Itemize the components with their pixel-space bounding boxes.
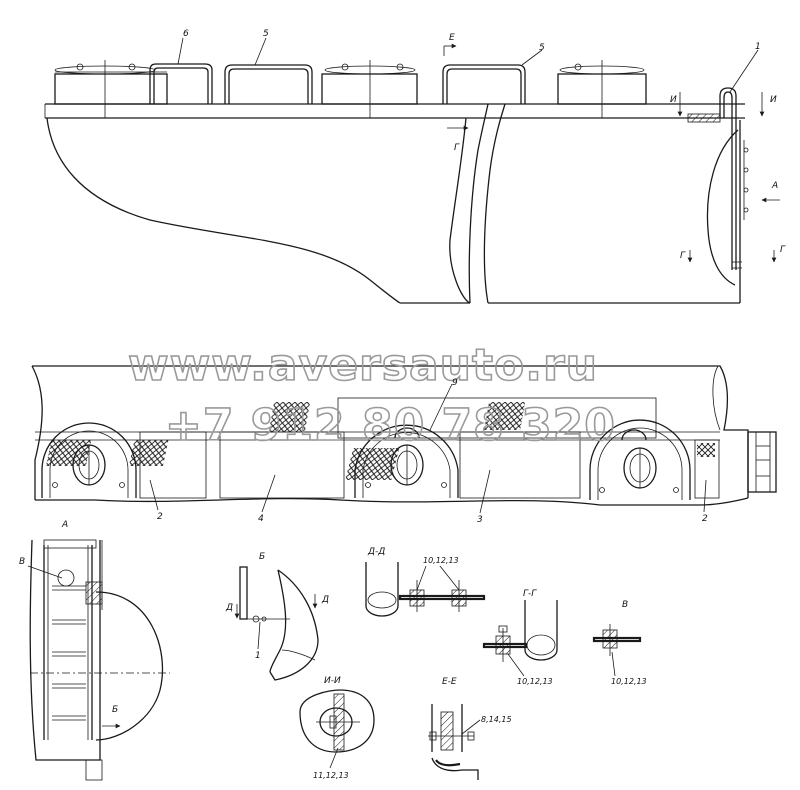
- section-gg: [482, 600, 558, 677]
- view-b-bracket: [234, 566, 319, 681]
- view-label-b: Б: [259, 552, 265, 562]
- view-v: [592, 624, 642, 677]
- callout-5-right: 5: [539, 43, 545, 53]
- section-mark-d-right: Д: [321, 595, 329, 605]
- callout-1-top: 1: [755, 42, 761, 52]
- section-mark-g: Г: [454, 143, 460, 153]
- section-mark-i-right: И: [770, 95, 777, 105]
- view-arrow-a: А: [771, 181, 778, 191]
- callout-3: 3: [477, 515, 483, 525]
- callout-2-right: 2: [702, 514, 708, 524]
- part-ref-v: 10,12,13: [611, 677, 647, 686]
- section-mark-d-left: Д: [225, 603, 233, 613]
- view-label-v: В: [622, 600, 628, 610]
- section-mark-g-left: Г: [680, 251, 686, 261]
- callout-5-left: 5: [263, 29, 269, 39]
- callout-2-left: 2: [157, 512, 163, 522]
- tank-box-1: [54, 60, 168, 118]
- view-a-ladder: [27, 539, 170, 781]
- fender-top-view: [44, 37, 780, 304]
- section-ee: [428, 704, 481, 780]
- callout-1-detail: 1: [255, 651, 261, 661]
- callout-9: 9: [452, 378, 458, 388]
- section-dd: [365, 562, 486, 617]
- section-mark-i-left: И: [670, 95, 677, 105]
- section-label-gg: Г-Г: [523, 589, 537, 599]
- handrail-5-right: [442, 64, 526, 104]
- callout-4: 4: [258, 514, 264, 524]
- section-ii: [299, 689, 375, 769]
- tank-box-3: [557, 60, 647, 118]
- part-ref-ee: 8,14,15: [481, 715, 512, 724]
- section-mark-g-right: Г: [780, 245, 786, 255]
- section-label-dd: Д-Д: [367, 547, 385, 557]
- watermark-phone: +7 912 80 78 320: [165, 400, 616, 451]
- tank-box-2: [321, 60, 418, 118]
- step-ladder-1: [687, 87, 749, 270]
- part-ref-dd: 10,12,13: [423, 556, 459, 565]
- detail-mark-v: В: [19, 557, 25, 567]
- wheel-arch-3: [589, 419, 691, 500]
- view-arrow-b: Б: [112, 705, 118, 715]
- handrail-5-left: [224, 64, 313, 104]
- part-ref-ii: 11,12,13: [313, 771, 349, 780]
- callout-6: 6: [183, 29, 189, 39]
- view-label-a: А: [61, 520, 68, 530]
- handrail-6: [149, 63, 213, 104]
- section-label-ii: И-И: [324, 676, 341, 686]
- part-ref-gg: 10,12,13: [517, 677, 553, 686]
- fender-side-view: [31, 365, 777, 514]
- section-label-ee: Е-Е: [442, 677, 457, 687]
- watermark-site: www.aversauto.ru: [128, 340, 598, 391]
- section-mark-e: Е: [449, 33, 455, 43]
